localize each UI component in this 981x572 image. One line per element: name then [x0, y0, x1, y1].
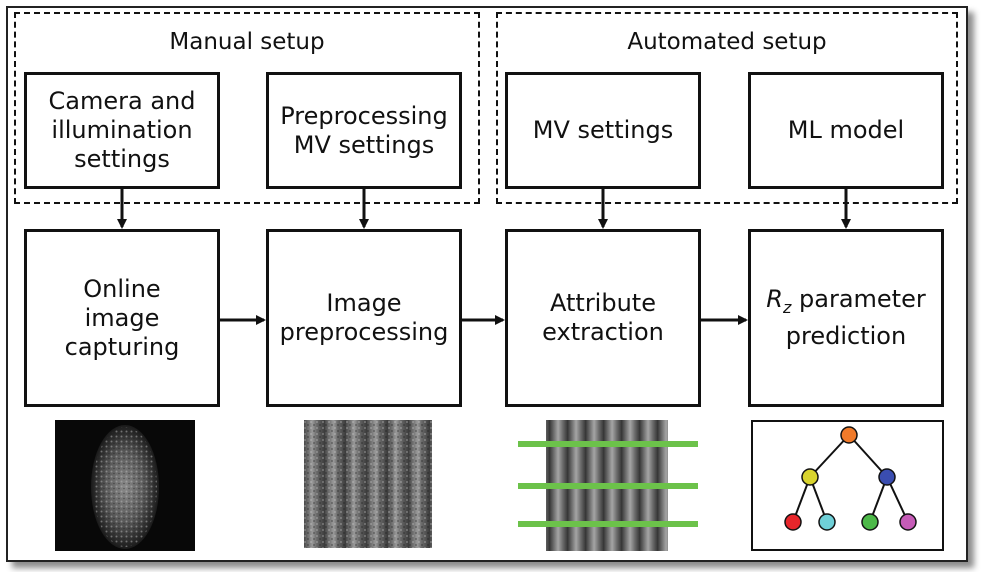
mv-settings-box: MV settings [505, 72, 701, 189]
tree-leaf-4 [899, 513, 917, 531]
manual-setup-group: Manual setup [14, 12, 480, 204]
scan-line-2 [518, 483, 698, 489]
tree-leaf-2 [818, 513, 836, 531]
tree-leaf-1 [784, 513, 802, 531]
online-image-capturing-box: Online image capturing [24, 229, 220, 407]
tree-root-node [840, 426, 858, 444]
image-preprocessing-box: Image preprocessing [266, 229, 462, 407]
automated-setup-title: Automated setup [627, 29, 827, 55]
rz-parameter-prediction-box: Rz parameter prediction [748, 229, 944, 407]
scan-line-1 [518, 441, 698, 447]
camera-illumination-settings-box: Camera and illumination settings [24, 72, 220, 189]
scan-line-3 [518, 521, 698, 527]
preprocessed-texture-image [304, 420, 432, 548]
tree-leaf-3 [861, 513, 879, 531]
raw-camera-image [55, 420, 195, 551]
preprocessing-mv-settings-box: Preprocessing MV settings [266, 72, 462, 189]
attribute-extraction-image [518, 420, 698, 551]
tree-right-node [878, 468, 896, 486]
decision-tree-image [751, 420, 944, 551]
automated-setup-group: Automated setup [496, 12, 958, 204]
tree-left-node [801, 468, 819, 486]
rz-label: Rz parameter prediction [766, 285, 926, 350]
manual-setup-title: Manual setup [169, 29, 325, 55]
attribute-extraction-box: Attribute extraction [505, 229, 701, 407]
ml-model-box: ML model [748, 72, 944, 189]
